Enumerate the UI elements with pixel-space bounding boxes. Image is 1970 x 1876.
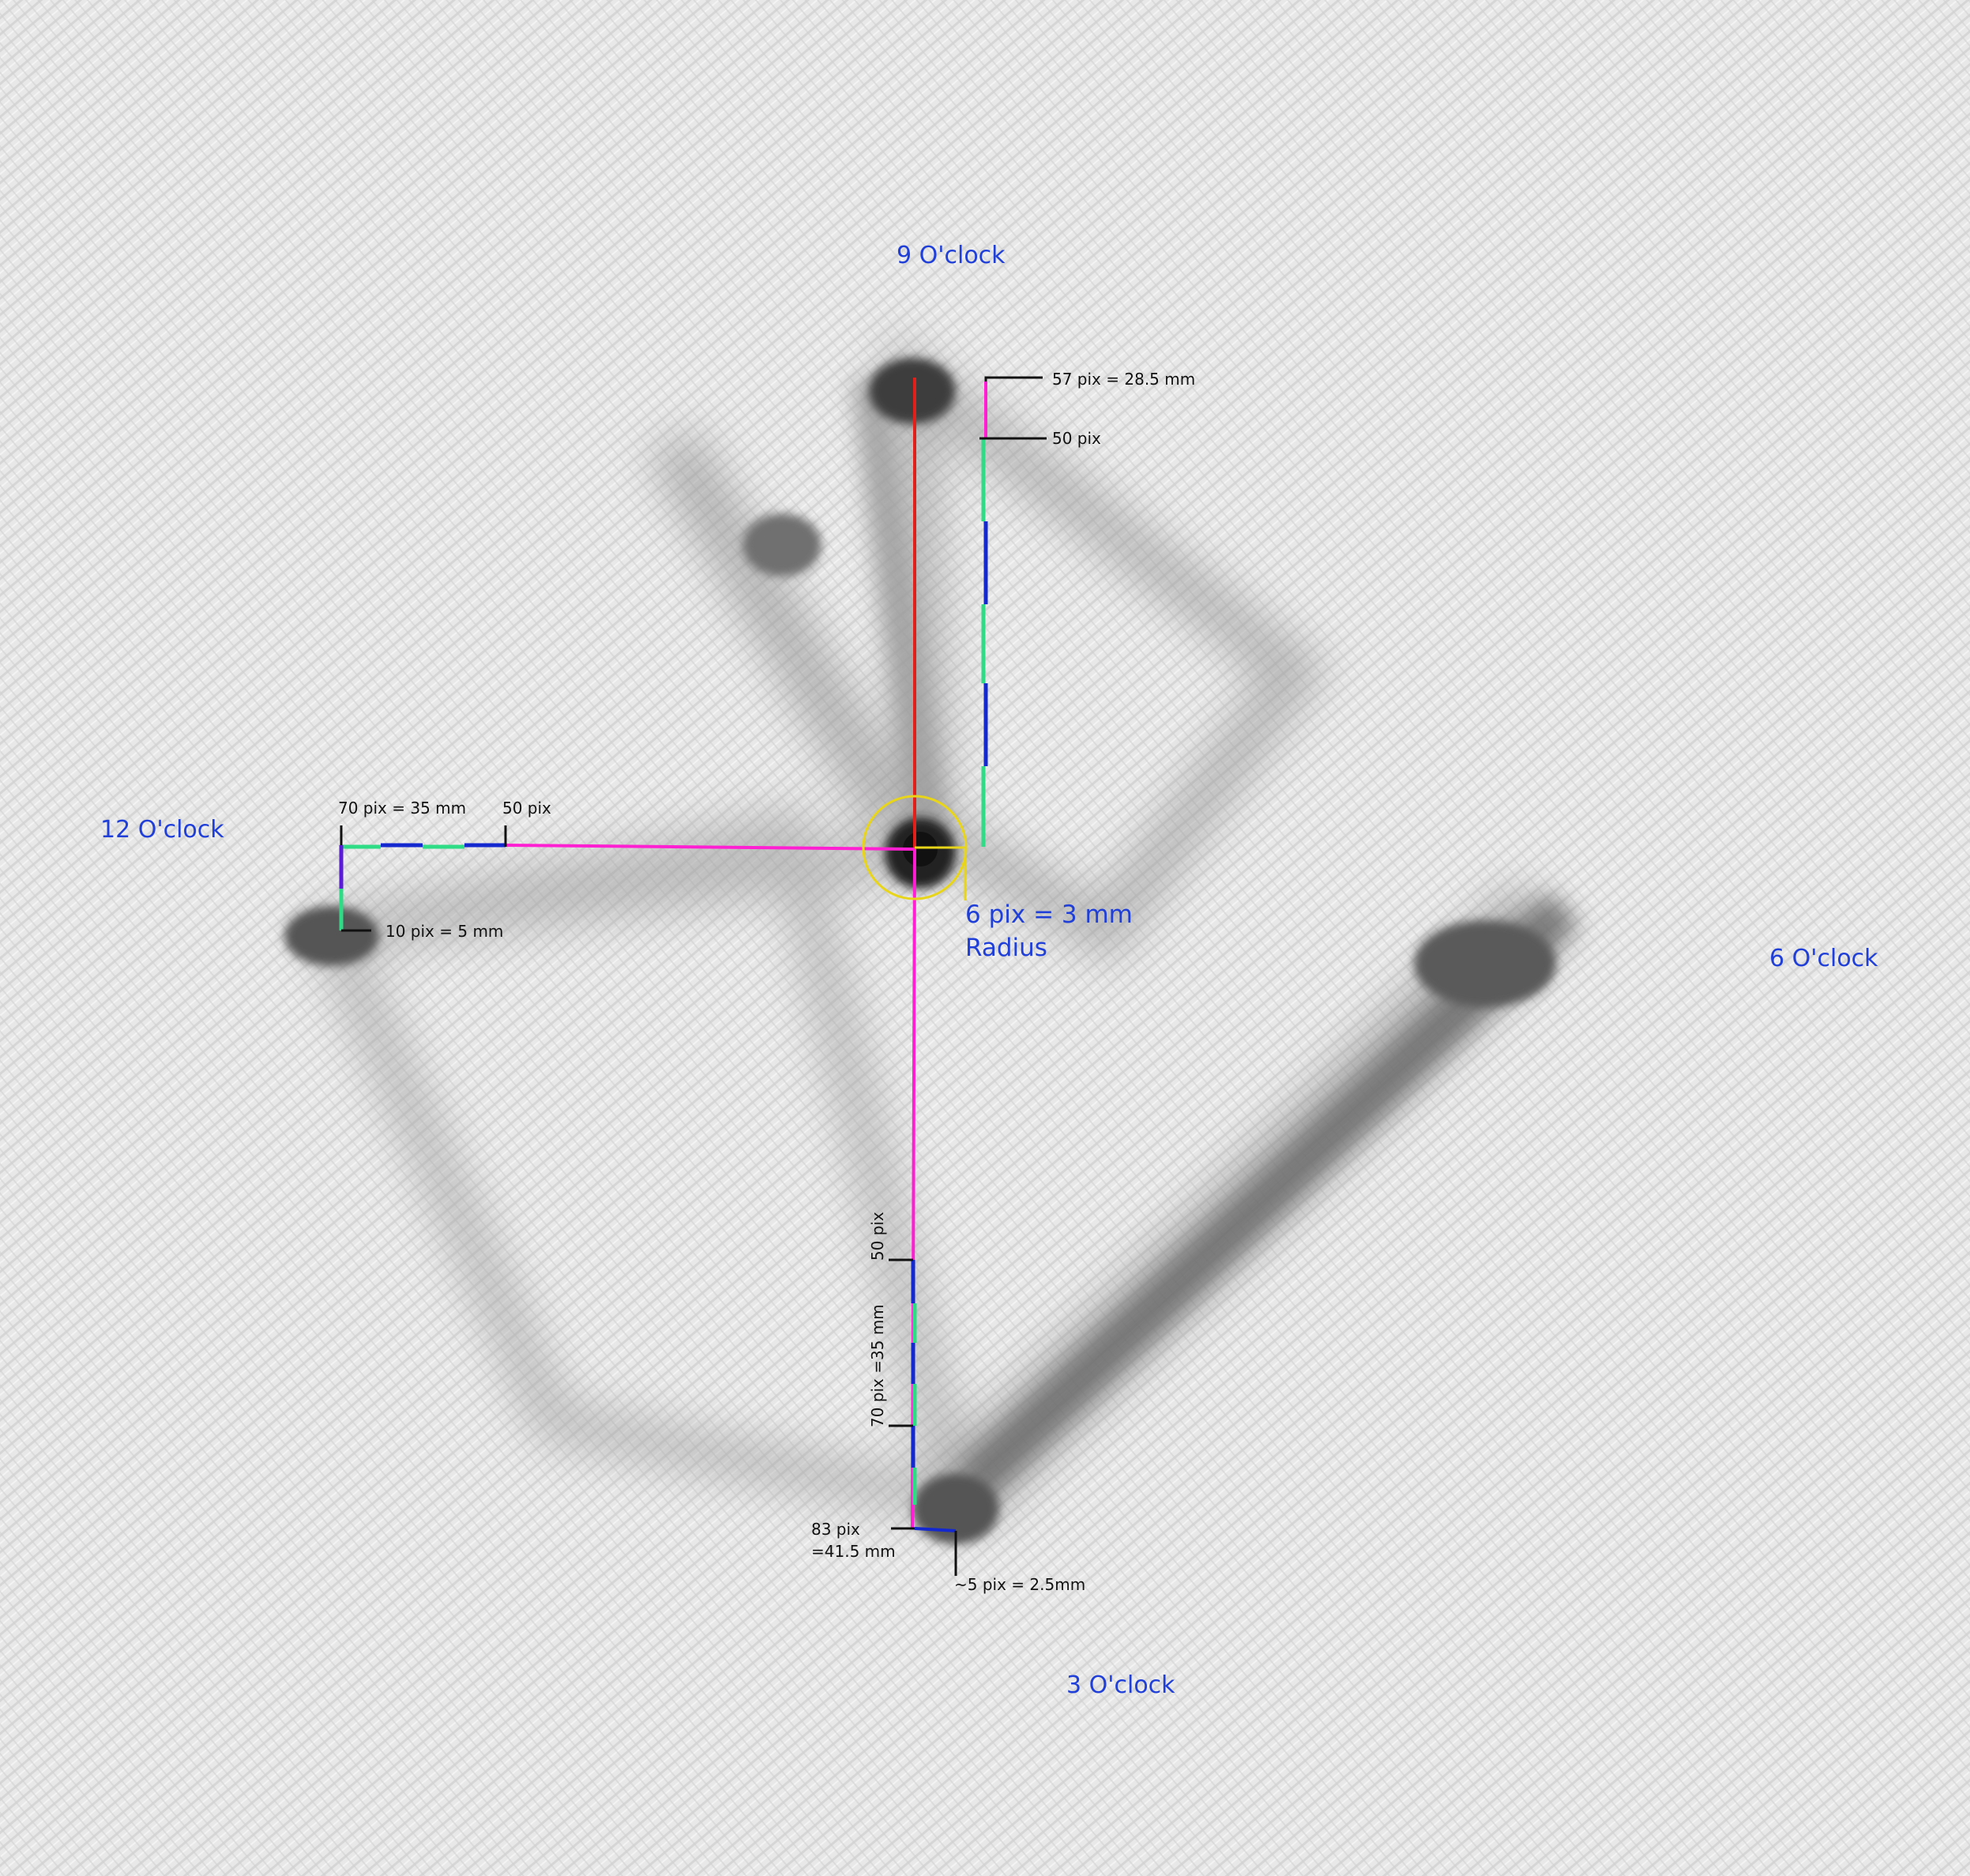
- top-scale-bar: [981, 382, 988, 847]
- center-marker-core: [903, 832, 938, 867]
- left-scale-bar: [339, 843, 506, 930]
- label-12-oclock: 12 O'clock: [100, 816, 224, 844]
- bottom-scale-bar: [911, 1260, 957, 1532]
- anno-left-50: 50 pix: [502, 799, 551, 818]
- anno-radius-word: Radius: [965, 934, 1047, 962]
- leader-lines: [340, 376, 1047, 1576]
- label-9-oclock: 9 O'clock: [897, 242, 1006, 269]
- anno-bottom-offset: ~5 pix = 2.5mm: [954, 1575, 1085, 1594]
- magenta-horizontal-line: [505, 844, 915, 851]
- anno-bottom-50: 50 pix: [868, 1212, 887, 1261]
- anno-bottom-total-line2: =41.5 mm: [811, 1542, 896, 1561]
- measurement-annotations: 57 pix = 28.5 mm 50 pix 70 pix = 35 mm 5…: [338, 370, 1195, 1594]
- marker-blobs: [284, 358, 1556, 1544]
- anno-left-offset: 10 pix = 5 mm: [385, 922, 503, 941]
- clock-labels: 9 O'clock 12 O'clock 6 O'clock 3 O'clock: [100, 242, 1878, 1699]
- label-3-oclock: 3 O'clock: [1066, 1671, 1175, 1699]
- anno-bottom-total-line1: 83 pix: [811, 1520, 860, 1539]
- anno-top-50: 50 pix: [1052, 429, 1101, 448]
- anno-bottom-70: 70 pix =35 mm: [868, 1304, 887, 1427]
- anno-left-total: 70 pix = 35 mm: [338, 799, 466, 818]
- measurement-lines: [339, 378, 988, 1532]
- anno-radius-value: 6 pix = 3 mm: [965, 900, 1133, 929]
- label-6-oclock: 6 O'clock: [1769, 945, 1878, 972]
- anno-top-total: 57 pix = 28.5 mm: [1052, 370, 1195, 389]
